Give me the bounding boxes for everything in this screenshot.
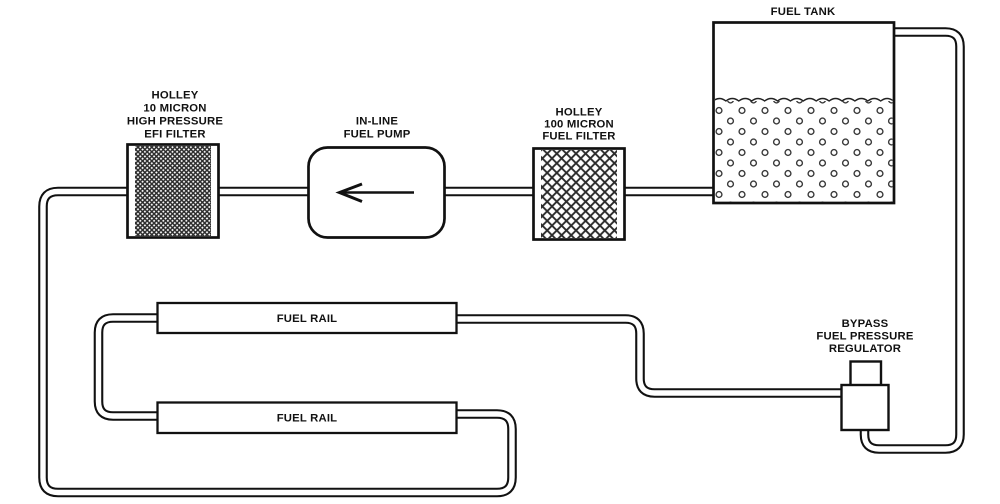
regulator-cap-shape xyxy=(849,360,883,387)
return-pipe xyxy=(859,27,965,454)
fuel-pump-label-line2: FUEL PUMP xyxy=(344,129,411,141)
filter-100-micron-label-line3: FUEL FILTER xyxy=(542,131,615,143)
filter-100-micron-media xyxy=(541,150,617,238)
flow-arrow-icon xyxy=(335,182,414,203)
efi-filter-media xyxy=(135,146,211,236)
filter-100-micron-label-line2: 100 MICRON xyxy=(544,119,614,131)
efi-filter xyxy=(126,143,220,239)
fuel-pump xyxy=(307,146,446,239)
efi-filter-label-line4: EFI FILTER xyxy=(144,129,205,141)
fuel-rail-top-label: FUEL RAIL xyxy=(277,313,338,325)
bypass-regulator-label-line3: REGULATOR xyxy=(829,343,901,355)
bypass-regulator-label-line2: FUEL PRESSURE xyxy=(816,331,913,343)
filter-100-micron xyxy=(532,147,626,241)
rail-crossover-pipe xyxy=(93,313,157,421)
regulator-body-shape xyxy=(840,383,890,432)
rail-to-regulator-pipe xyxy=(457,314,843,398)
fuel-rail-bottom-shape xyxy=(156,401,458,435)
efi-filter-label-line2: 10 MICRON xyxy=(143,103,206,115)
fuel-pump-label-line1: IN-LINE xyxy=(356,116,398,128)
fuel-surface-wave xyxy=(715,97,893,102)
fuel-tank-liquid xyxy=(715,97,893,202)
fuel-rail-bottom-label: FUEL RAIL xyxy=(277,413,338,425)
fuel-tank xyxy=(712,21,896,205)
supply-pipe xyxy=(38,186,713,498)
efi-filter-label-line3: HIGH PRESSURE xyxy=(127,116,223,128)
bypass-regulator-label-line1: BYPASS xyxy=(842,318,889,330)
filter-100-micron-label-line1: HOLLEY xyxy=(555,107,602,119)
efi-filter-label-line1: HOLLEY xyxy=(151,90,198,102)
fuel-rail-top-shape xyxy=(156,301,458,335)
bypass-regulator xyxy=(840,360,890,432)
fuel-tank-label: FUEL TANK xyxy=(771,6,836,18)
